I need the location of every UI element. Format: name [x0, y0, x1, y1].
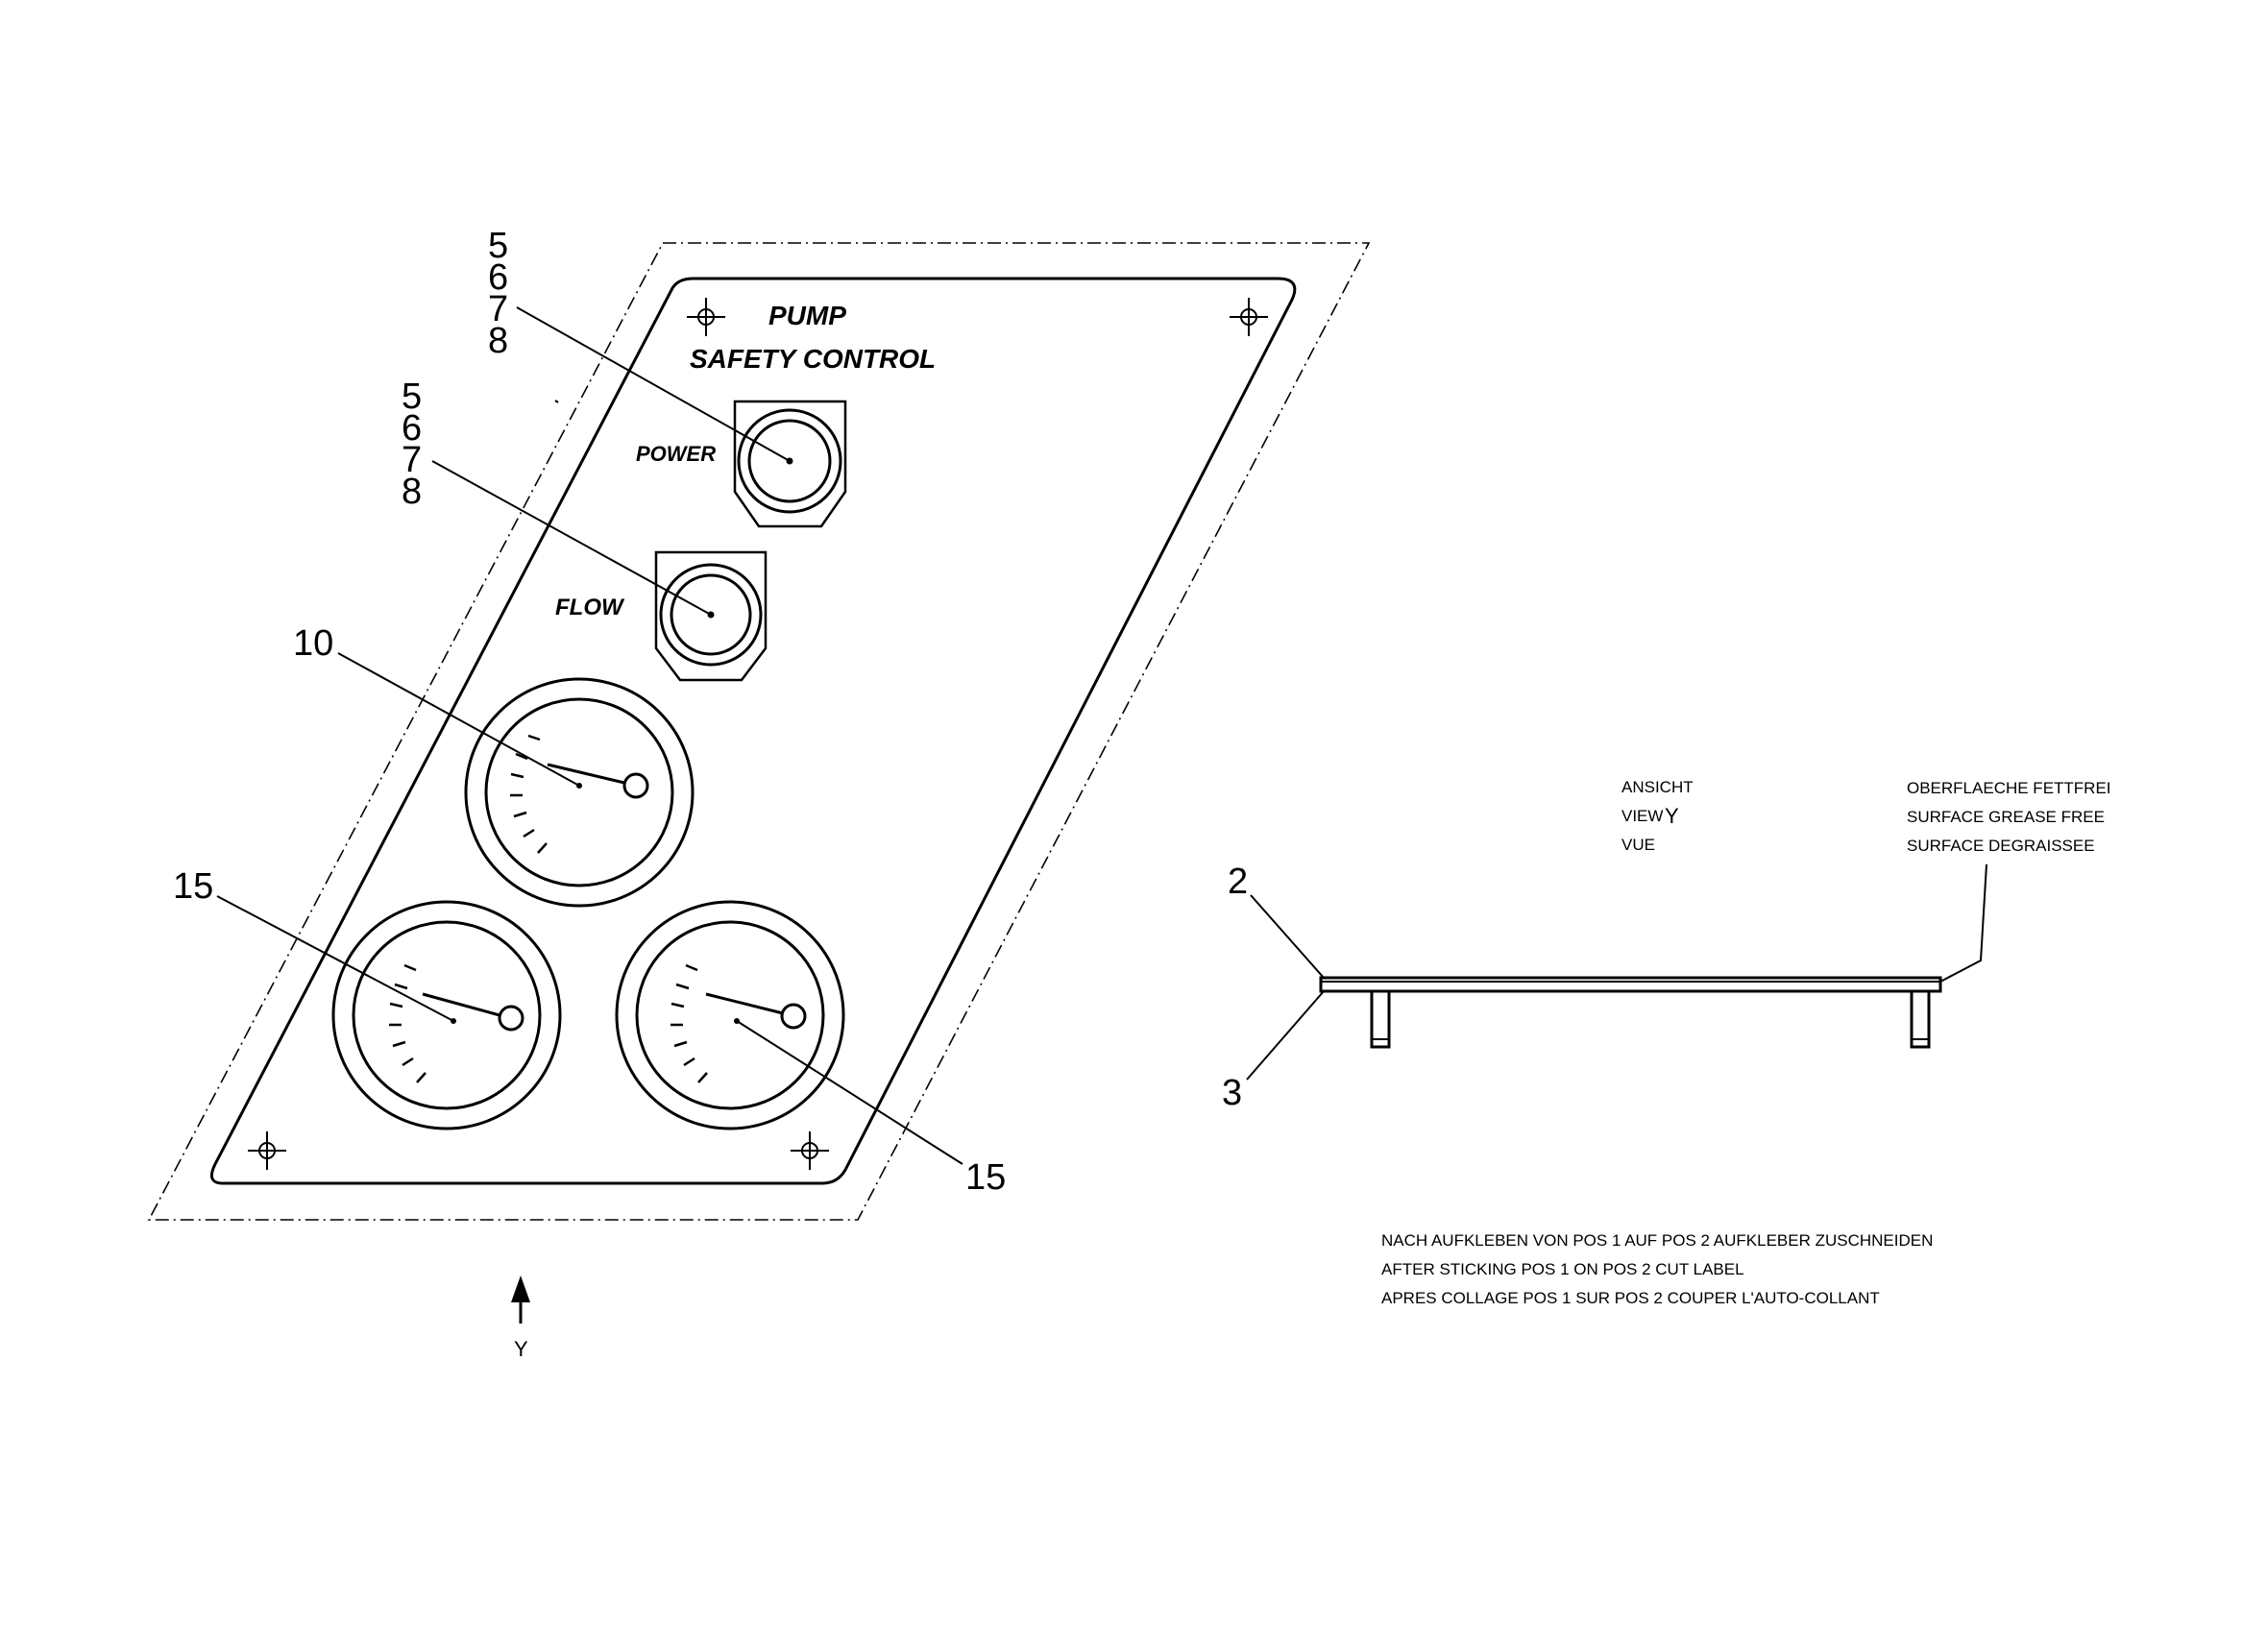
leader-side-3 [1246, 990, 1325, 1081]
panel-title-pump: PUMP [768, 301, 846, 330]
gauge-top-inner-ring [484, 697, 674, 887]
callout-power-8: 8 [488, 321, 508, 361]
flow-lamp-bezel [659, 563, 763, 667]
fastener-marks [248, 298, 1268, 1170]
view-direction-letter: Y [514, 1337, 528, 1361]
side-view-plate [1319, 976, 1942, 993]
gauge-bottom-left-needle [422, 992, 500, 1017]
panel-outline-dashed [147, 242, 1371, 1221]
gauge-top-needle [547, 763, 625, 785]
callout-flow-6: 6 [402, 408, 422, 449]
instruction-de: NACH AUFKLEBEN VON POS 1 AUF POS 2 AUFKL… [1381, 1231, 1933, 1250]
side-view-stud-left [1370, 989, 1391, 1049]
power-lamp-bezel [737, 408, 842, 514]
side-view-stud-right [1910, 989, 1931, 1049]
callout-power-5: 5 [488, 226, 508, 266]
instruction-en: AFTER STICKING POS 1 ON POS 2 CUT LABEL [1381, 1260, 1744, 1278]
power-lamp-lens [747, 419, 832, 503]
gauge-bottom-right-outer-ring [615, 900, 845, 1130]
callout-stack-flow: 5 6 7 8 [402, 377, 422, 512]
fastener-mark-bottom-right [791, 1131, 829, 1170]
gauge-top-ticks [510, 734, 548, 854]
leader-side-2 [1250, 894, 1325, 979]
surface-note-de: OBERFLAECHE FETTFREI [1907, 779, 2111, 797]
callout-stack-power: 5 6 7 8 [488, 226, 508, 361]
gauge-bottom-right-inner-ring [635, 920, 825, 1110]
fastener-mark-top-left [687, 298, 725, 336]
fastener-mark-bottom-left [248, 1131, 286, 1170]
gauge-bottom-right-ticks [670, 963, 708, 1083]
gauge-bottom-left [331, 900, 562, 1130]
leader-flow [431, 460, 712, 616]
gauge-bottom-right-pivot [780, 1003, 807, 1030]
instruction-fr: APRES COLLAGE POS 1 SUR POS 2 COUPER L'A… [1381, 1289, 1880, 1307]
gauge-bottom-right-needle [705, 992, 784, 1015]
view-direction-arrow [511, 1275, 530, 1324]
callout-flow-5: 5 [402, 377, 422, 417]
leader-gauge-left [216, 895, 454, 1022]
view-note-ansicht: ANSICHT [1621, 778, 1694, 796]
view-note-letter: Y [1665, 804, 1679, 828]
panel-title-safety-control: SAFETY CONTROL [690, 344, 936, 374]
power-lamp-housing [733, 400, 847, 528]
callout-gauge-left: 15 [173, 866, 213, 907]
callout-power-6: 6 [488, 257, 508, 298]
panel-outline-inner [209, 277, 1297, 1185]
leader-gauge-right [736, 1020, 963, 1165]
flow-label: FLOW [555, 595, 625, 620]
callout-side-2: 2 [1228, 862, 1248, 902]
stray-mark [554, 400, 559, 403]
leader-surface-note [1939, 863, 1987, 983]
gauge-bottom-left-inner-ring [352, 920, 542, 1110]
gauge-bottom-left-outer-ring [331, 900, 562, 1130]
side-view [1319, 976, 1942, 1049]
power-label: POWER [636, 442, 716, 466]
gauge-top-pivot [622, 772, 649, 799]
gauge-bottom-left-ticks [389, 963, 427, 1083]
surface-note-en: SURFACE GREASE FREE [1907, 808, 2105, 826]
flow-lamp-lens [670, 573, 752, 656]
callout-side-3: 3 [1222, 1073, 1242, 1113]
gauge-top-outer-ring [464, 677, 695, 908]
callout-gauge-right: 15 [965, 1157, 1006, 1198]
gauge-bottom-left-pivot [498, 1005, 524, 1032]
callout-power-7: 7 [488, 289, 508, 329]
flow-lamp [654, 550, 768, 682]
view-note-vue: VUE [1621, 836, 1655, 854]
gauge-top [464, 677, 695, 908]
fastener-mark-top-right [1230, 298, 1268, 336]
callout-flow-7: 7 [402, 440, 422, 480]
leader-power [516, 306, 791, 462]
leader-gauge-top [337, 652, 580, 787]
callout-flow-8: 8 [402, 472, 422, 512]
flow-lamp-housing [654, 550, 768, 682]
panel-front-view [147, 242, 1371, 1221]
view-note-view: VIEW [1621, 807, 1663, 825]
power-lamp [733, 400, 847, 528]
callout-gauge-top: 10 [293, 623, 333, 664]
gauge-bottom-right [615, 900, 845, 1130]
surface-note-fr: SURFACE DEGRAISSEE [1907, 837, 2095, 855]
view-arrow-head [511, 1275, 530, 1302]
